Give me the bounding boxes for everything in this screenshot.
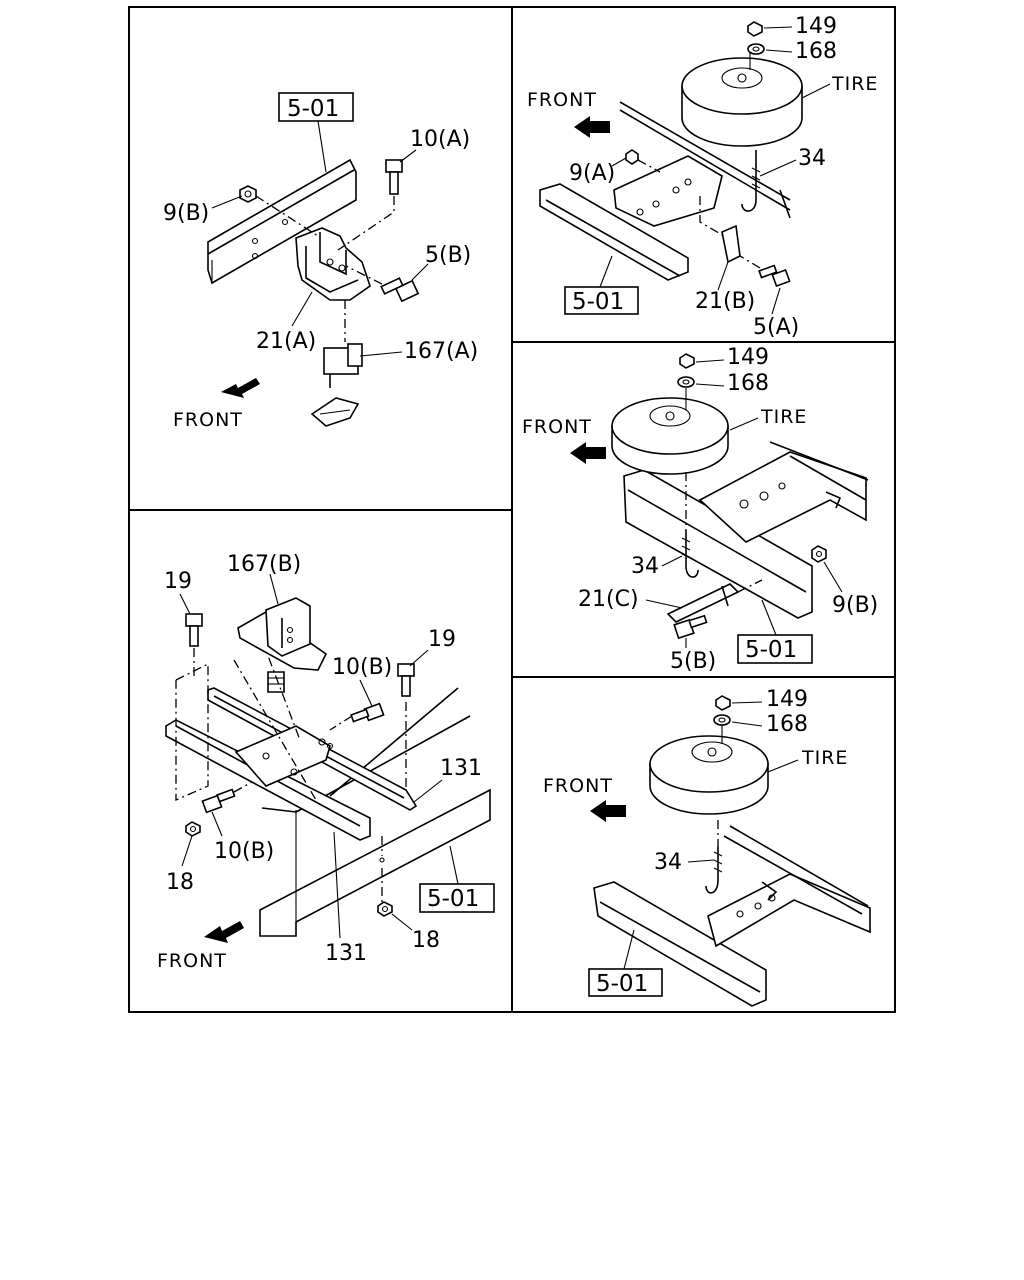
bolt-5a xyxy=(739,255,791,288)
ref-box-label: 5-01 xyxy=(572,289,624,315)
part-labels: 167(B) 19 19 10(B) 131 18 10(B) 18 131 F… xyxy=(157,552,482,972)
ref-box: 5-01 xyxy=(588,929,663,997)
nut-9a xyxy=(625,149,661,173)
part-label-p9b: 9(B) xyxy=(163,201,209,226)
hidden-outline xyxy=(175,639,407,904)
panel-middle-right: 5-01 149 168 TIRE FRONT 34 21(C) 9(B) 5(… xyxy=(522,345,878,674)
front-arrow xyxy=(570,442,606,464)
bracket-21c xyxy=(666,579,763,623)
part-label-p34: 34 xyxy=(654,850,682,875)
ref-box-label: 5-01 xyxy=(596,971,648,997)
ref-box-label: 5-01 xyxy=(427,886,479,912)
part-labels: 149 168 TIRE FRONT 34 9(A) 21(B) 5(A) xyxy=(527,14,878,340)
panel-top-right: 5-01 149 168 TIRE FRONT 34 9(A) 21(B) 5(… xyxy=(527,14,878,340)
part-label-p131a: 131 xyxy=(440,756,482,781)
part-label-front: FRONT xyxy=(527,89,597,111)
bolt-5b xyxy=(673,614,708,640)
bracket-21a xyxy=(295,227,371,301)
ref-box-label: 5-01 xyxy=(745,637,797,663)
nut-washer-149-168 xyxy=(677,353,695,410)
ref-box: 5-01 xyxy=(419,845,495,913)
part-label-p5b: 5(B) xyxy=(670,649,716,674)
nut-washer-149-168 xyxy=(747,21,765,55)
nut-9b xyxy=(239,185,319,237)
nut-9b xyxy=(811,545,827,563)
part-label-p19a: 19 xyxy=(164,569,192,594)
part-label-p149: 149 xyxy=(795,14,837,39)
lock-167b xyxy=(237,597,328,693)
part-label-front: FRONT xyxy=(522,416,592,438)
ref-box: 5-01 xyxy=(564,255,639,315)
ref-box: 5-01 xyxy=(278,92,354,173)
bolt-10a xyxy=(337,159,403,251)
panel-bottom-left: 5-01 167(B) 19 19 10(B) 131 18 10(B) 18 … xyxy=(157,552,495,972)
front-arrow xyxy=(204,921,244,943)
part-label-p10b-bot: 10(B) xyxy=(214,839,274,864)
bolt-10b-upper xyxy=(329,702,385,731)
spare-tire xyxy=(649,720,769,815)
spare-tire xyxy=(611,397,729,475)
part-label-p131b: 131 xyxy=(325,941,367,966)
part-labels: 10(A) 9(B) 5(B) 21(A) 167(A) FRONT xyxy=(163,127,478,431)
bolt-5b xyxy=(345,265,420,303)
part-label-p21b: 21(B) xyxy=(695,289,755,314)
bolt-19-right xyxy=(397,663,415,697)
part-label-tire: TIRE xyxy=(760,406,807,428)
part-label-p149: 149 xyxy=(727,345,769,370)
part-label-p9a: 9(A) xyxy=(569,161,615,186)
part-label-p18a: 18 xyxy=(166,870,194,895)
part-label-p167b: 167(B) xyxy=(227,552,301,577)
part-label-p34: 34 xyxy=(631,554,659,579)
frame-rails xyxy=(539,101,791,281)
part-label-p10b-top: 10(B) xyxy=(332,655,392,680)
panel-top-left: 5-01 xyxy=(163,92,478,431)
part-label-p10a: 10(A) xyxy=(410,127,470,152)
panel-grid xyxy=(128,6,896,1013)
lock-167a xyxy=(310,300,363,427)
part-label-p5a: 5(A) xyxy=(753,315,799,340)
part-label-p168: 168 xyxy=(766,712,808,737)
part-label-front: FRONT xyxy=(543,775,613,797)
part-label-p34: 34 xyxy=(798,146,826,171)
panel-bottom-right: 5-01 149 168 TIRE FRONT 34 xyxy=(543,687,871,1007)
frame-rail xyxy=(207,158,357,285)
part-label-front: FRONT xyxy=(157,950,227,972)
ref-box: 5-01 xyxy=(737,599,813,664)
spare-tire xyxy=(681,50,803,147)
part-labels: 149 168 TIRE FRONT 34 21(C) 9(B) 5(B) xyxy=(522,345,878,674)
part-label-p9b: 9(B) xyxy=(832,593,878,618)
hook-bolt-34 xyxy=(705,820,723,894)
frame-rails xyxy=(593,825,871,1007)
part-label-p21a: 21(A) xyxy=(256,329,316,354)
crossmember-131 xyxy=(165,687,418,841)
ref-box-label: 5-01 xyxy=(287,96,339,122)
part-label-tire: TIRE xyxy=(801,747,848,769)
hook-bolt-34 xyxy=(741,150,761,212)
nut-18-right xyxy=(377,857,393,917)
hook-bolt-34 xyxy=(681,472,699,578)
part-label-p167a: 167(A) xyxy=(404,339,478,364)
nut-18-left xyxy=(185,821,201,837)
part-label-front: FRONT xyxy=(173,409,243,431)
part-label-p149: 149 xyxy=(766,687,808,712)
part-labels: 149 168 TIRE FRONT 34 xyxy=(543,687,848,875)
part-label-p21c: 21(C) xyxy=(578,587,639,612)
front-arrow xyxy=(221,378,260,398)
part-label-p168: 168 xyxy=(795,39,837,64)
frame-rail xyxy=(259,687,491,937)
part-label-p5b: 5(B) xyxy=(425,243,471,268)
bolt-10b-lower xyxy=(201,781,253,814)
front-arrow xyxy=(590,800,626,822)
part-label-p19b: 19 xyxy=(428,627,456,652)
part-label-tire: TIRE xyxy=(831,73,878,95)
front-arrow xyxy=(574,116,610,138)
part-label-p18b: 18 xyxy=(412,928,440,953)
nut-washer-149-168 xyxy=(713,695,731,726)
bolt-19-left xyxy=(185,613,203,680)
part-label-p168: 168 xyxy=(727,371,769,396)
